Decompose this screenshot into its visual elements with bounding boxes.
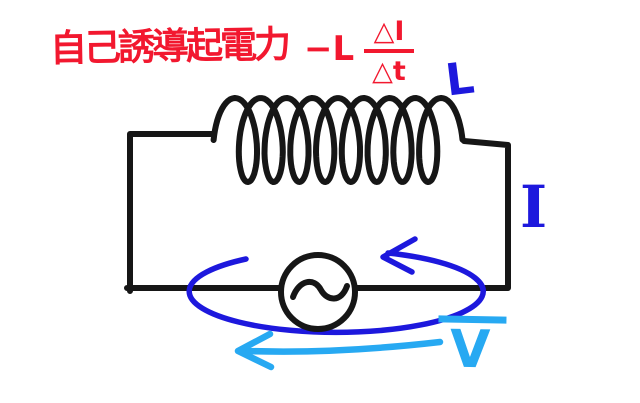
ac-source-circle <box>278 252 358 332</box>
inductor-coil-icon <box>210 95 466 185</box>
formula-fraction: △I △t <box>364 16 414 87</box>
current-loop-arrowhead-icon <box>380 236 418 275</box>
formula-operator: −L <box>304 29 355 69</box>
voltage-arrowhead-icon <box>234 330 275 371</box>
fraction-numerator: △I <box>373 16 405 47</box>
fraction-denominator: △t <box>364 49 414 87</box>
voltage-label: V <box>437 315 507 380</box>
inductance-label: L <box>442 52 477 107</box>
ac-source-sine-icon <box>290 279 350 302</box>
formula-title: 自己誘導起電力 <box>49 22 289 71</box>
self-induction-formula: 自己誘導起電力 −L △I △t <box>50 16 414 87</box>
voltage-arrow <box>244 338 444 355</box>
current-label: I <box>520 173 548 241</box>
current-loop-arrow <box>186 250 486 336</box>
